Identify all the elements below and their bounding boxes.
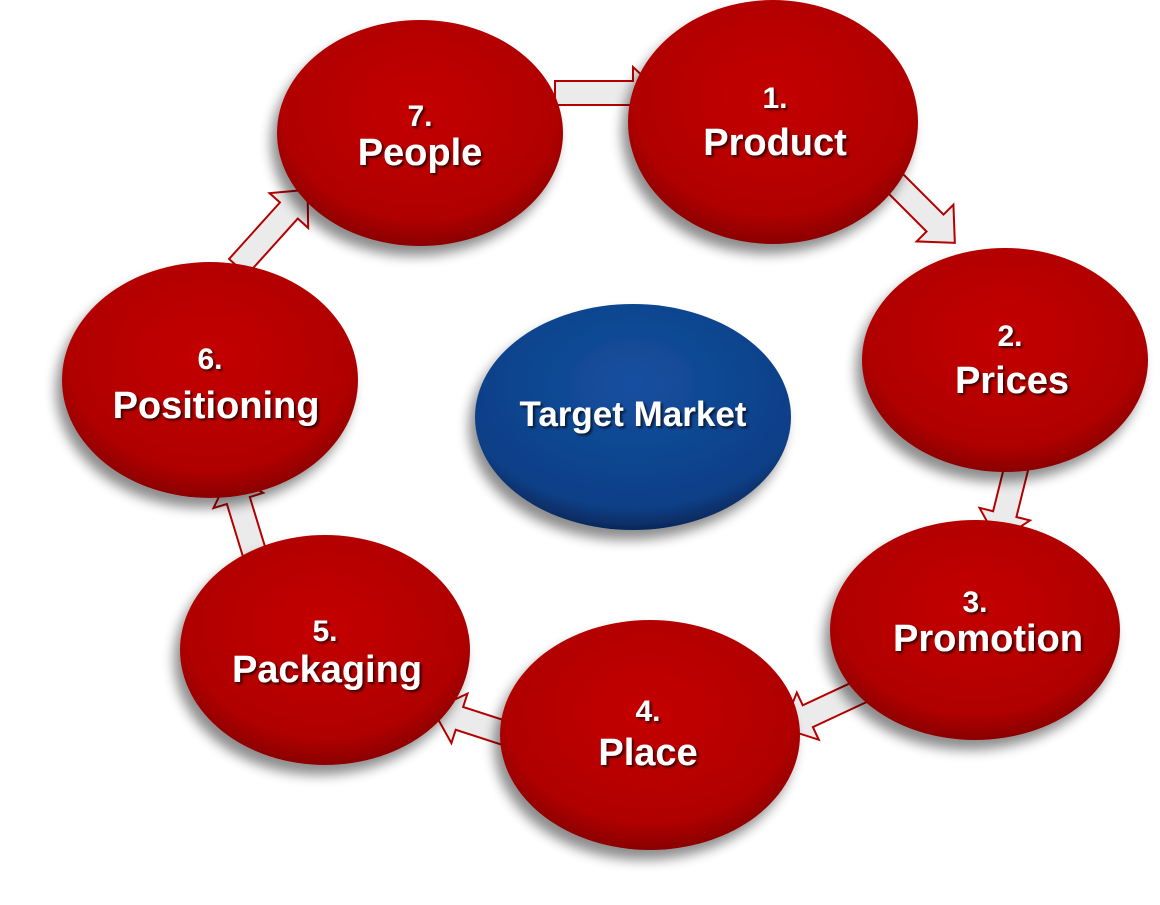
node-circle	[830, 520, 1120, 740]
node-circle	[180, 535, 470, 765]
arrow-positioning-to-people	[227, 188, 310, 277]
node-label: Positioning	[113, 385, 320, 427]
flow-arrows	[211, 64, 1033, 753]
node-circle	[62, 262, 358, 498]
node-prices: 2. Prices	[862, 248, 1148, 472]
node-label: Promotion	[893, 618, 1083, 660]
node-circle	[277, 20, 563, 246]
node-number: 7.	[407, 100, 432, 133]
node-label: Place	[598, 732, 697, 774]
node-number: 2.	[997, 320, 1022, 353]
node-packaging: 5. Packaging	[180, 535, 470, 765]
node-positioning: 6. Positioning	[62, 262, 358, 498]
node-circle	[628, 0, 918, 244]
node-number: 3.	[962, 586, 987, 619]
node-label: Prices	[955, 360, 1069, 402]
center-node: Target Market	[475, 304, 791, 530]
node-circle	[862, 248, 1148, 472]
node-number: 4.	[635, 695, 660, 728]
node-label: Packaging	[232, 649, 422, 691]
node-label: People	[358, 132, 483, 174]
node-number: 5.	[312, 615, 337, 648]
node-place: 4. Place	[500, 620, 800, 850]
node-label: Product	[703, 122, 847, 164]
center-label: Target Market	[520, 395, 747, 434]
node-number: 6.	[197, 343, 222, 376]
node-people: 7. People	[277, 20, 563, 246]
node-circle	[500, 620, 800, 850]
node-promotion: 3. Promotion	[830, 520, 1120, 740]
node-number: 1.	[762, 82, 787, 115]
node-product: 1. Product	[628, 0, 918, 244]
center-circle	[475, 304, 791, 530]
